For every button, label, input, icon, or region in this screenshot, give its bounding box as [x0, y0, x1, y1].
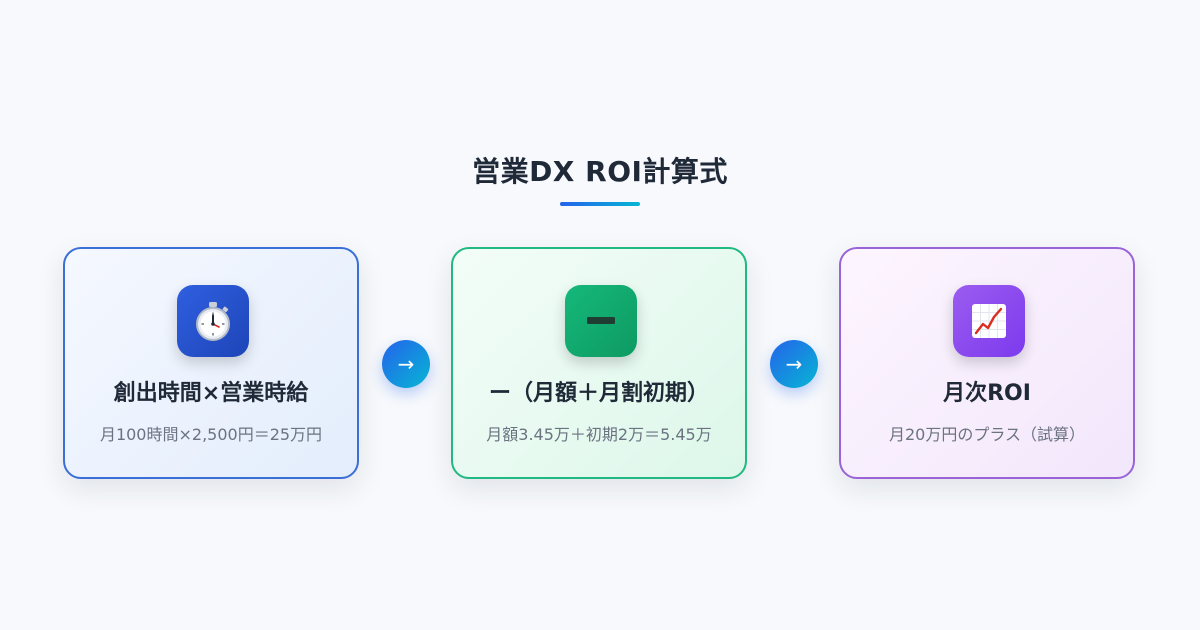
- card-time-value: 創出時間×営業時給 月100時間×2,500円＝25万円: [63, 247, 359, 479]
- stopwatch-icon: [177, 285, 249, 357]
- arrow-right-icon: →: [382, 340, 430, 388]
- title-underline: [560, 202, 640, 206]
- page-title: 営業DX ROI計算式: [472, 155, 728, 188]
- card-cost: ー（月額＋月割初期） 月額3.45万＋初期2万＝5.45万: [451, 247, 747, 479]
- card-subtitle: 月額3.45万＋初期2万＝5.45万: [486, 425, 712, 444]
- card-roi: 月次ROI 月20万円のプラス（試算）: [839, 247, 1135, 479]
- minus-icon: [565, 285, 637, 357]
- card-title: 創出時間×営業時給: [113, 381, 309, 406]
- card-subtitle: 月20万円のプラス（試算）: [888, 425, 1086, 444]
- card-title: 月次ROI: [943, 381, 1031, 406]
- chart-increasing-icon: [953, 285, 1025, 357]
- card-title: ー（月額＋月割初期）: [488, 381, 709, 406]
- card-subtitle: 月100時間×2,500円＝25万円: [99, 425, 323, 444]
- arrow-right-icon: →: [770, 340, 818, 388]
